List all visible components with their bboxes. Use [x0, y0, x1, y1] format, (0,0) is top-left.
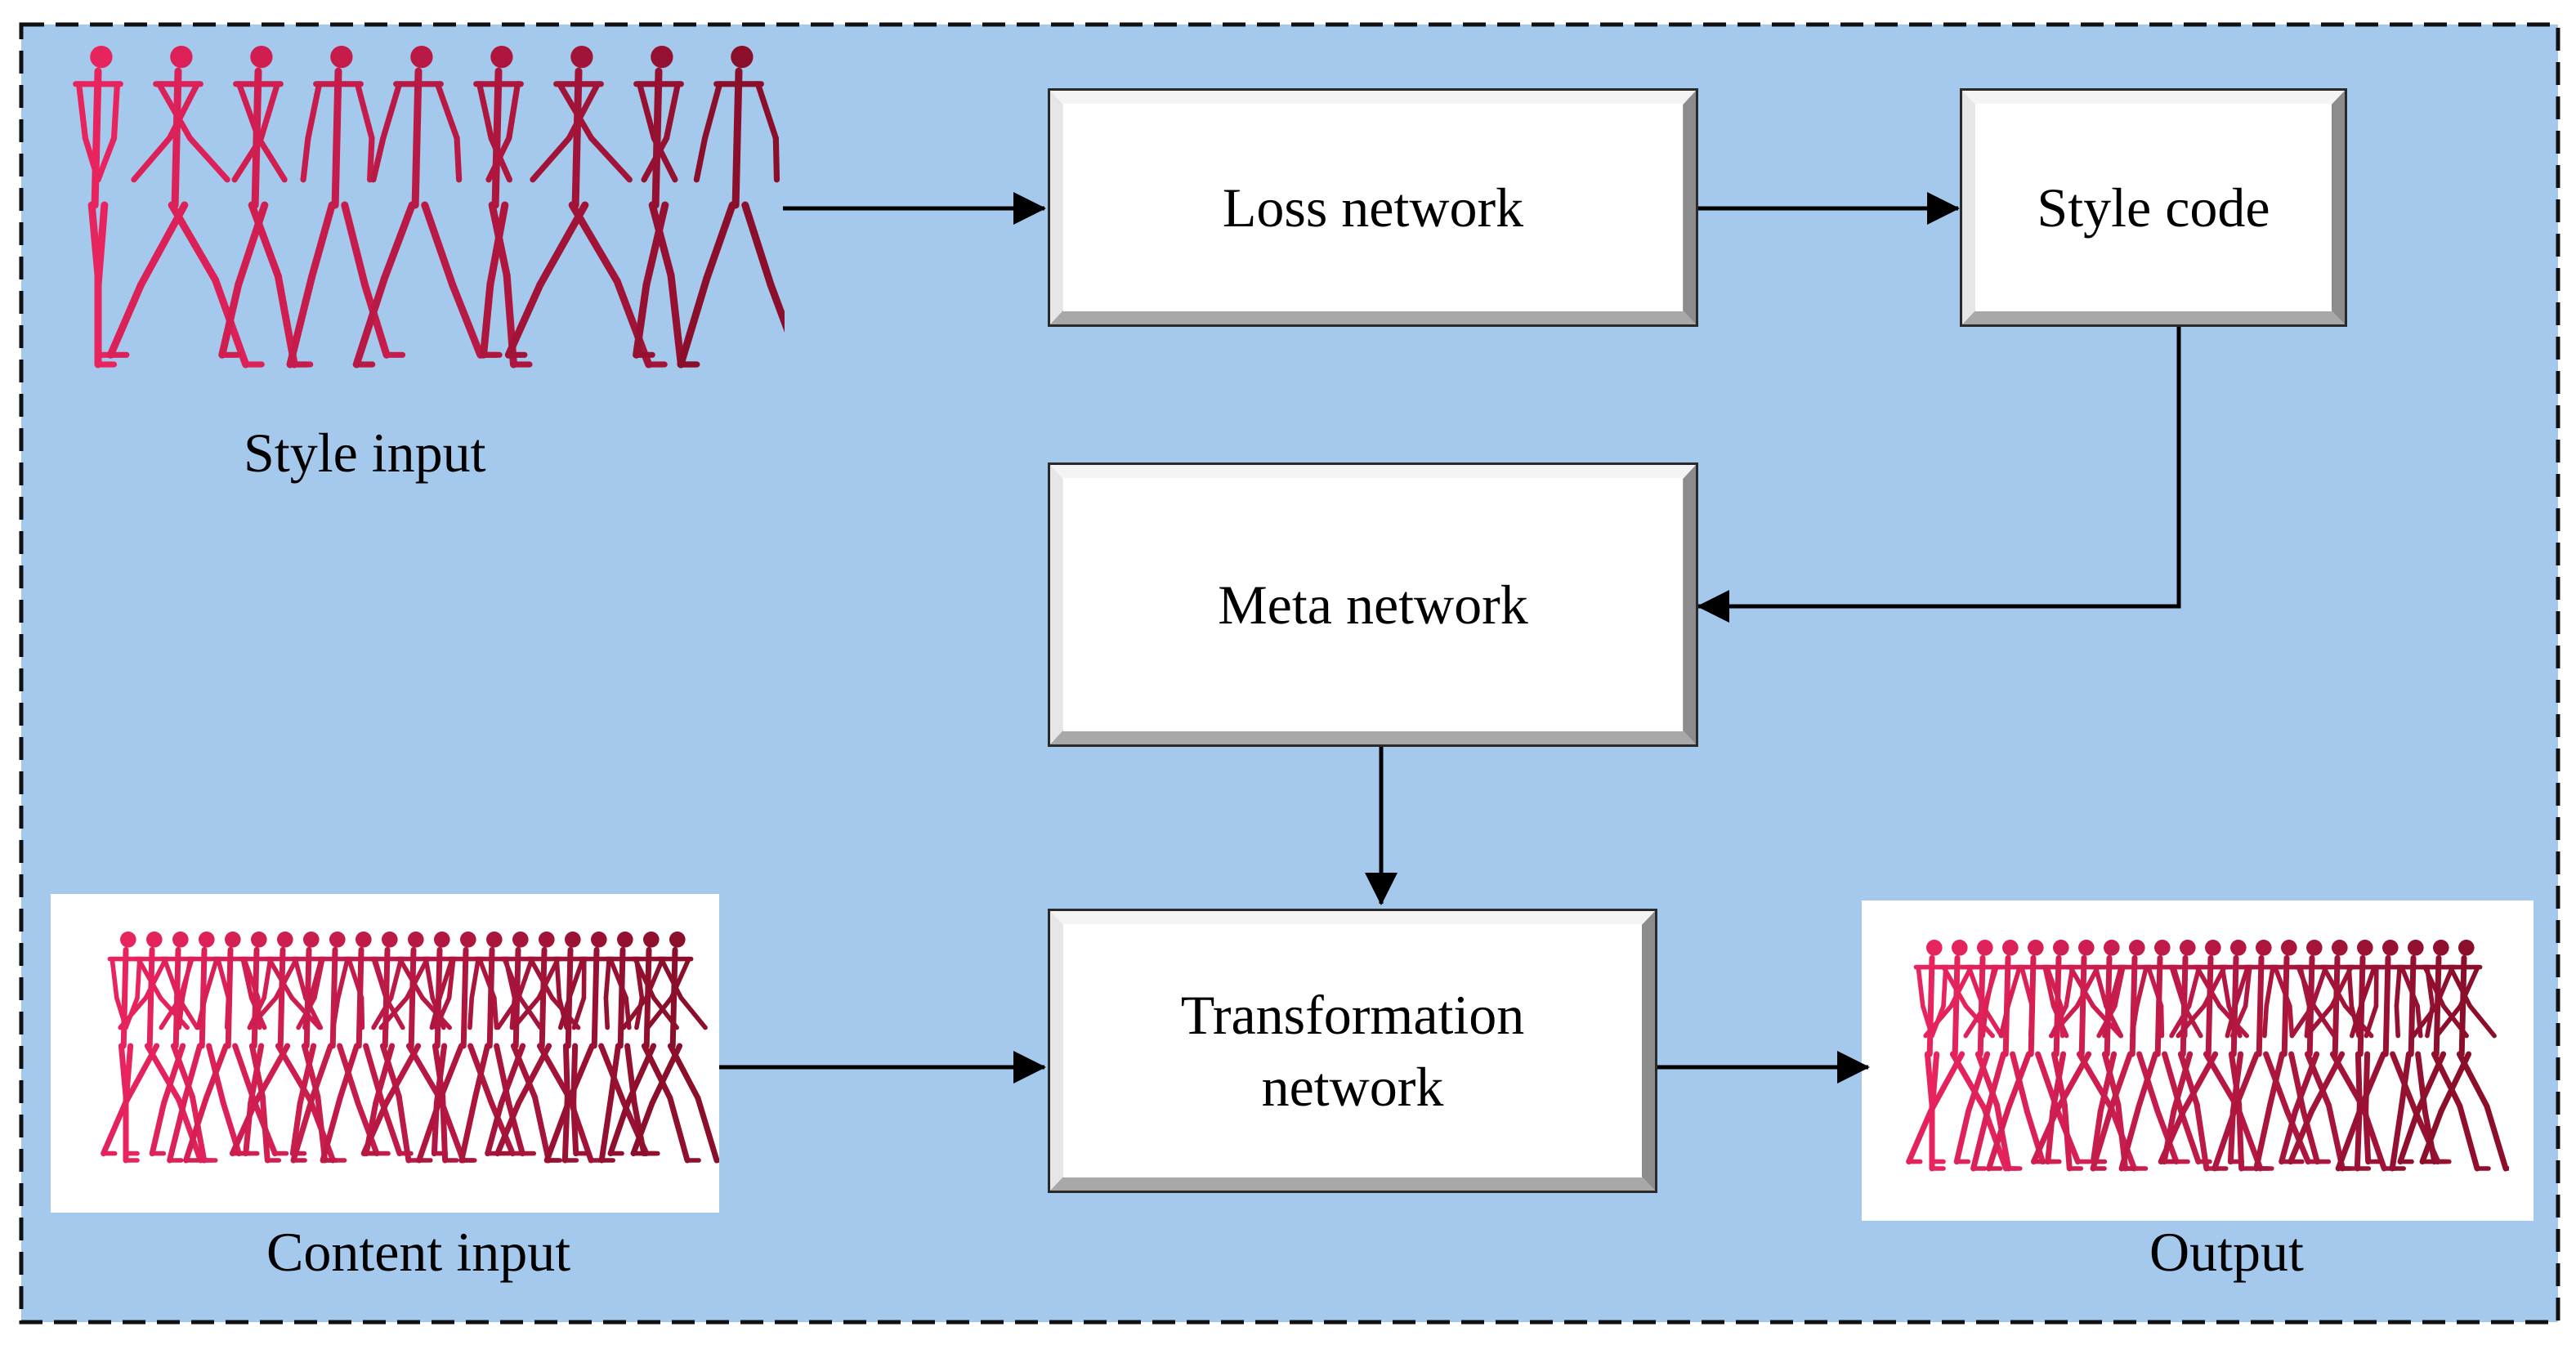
content-figures-icon: [101, 932, 719, 1164]
stick-figure: [416, 932, 527, 1164]
stick-figure: [2335, 940, 2452, 1172]
transformation-network-box: Transformation network: [1048, 909, 1657, 1193]
stick-figure: [504, 46, 668, 369]
loss-network-label: Loss network: [1222, 176, 1524, 239]
stick-figure: [2040, 940, 2084, 1172]
style-figures-icon: [73, 46, 785, 369]
stick-figure: [677, 46, 785, 369]
style-code-box: Style code: [1960, 88, 2347, 327]
stick-figure: [633, 46, 700, 369]
output-caption: Output: [2149, 1221, 2304, 1283]
transformation-label-line2: network: [1261, 1056, 1444, 1118]
stick-figure: [1906, 940, 2020, 1172]
stick-figure: [2397, 940, 2491, 1172]
style-input-caption: Style input: [244, 422, 486, 484]
stick-figure: [630, 932, 719, 1164]
meta-network-label: Meta network: [1218, 573, 1528, 636]
stick-figure: [2217, 940, 2256, 1172]
stick-figure: [286, 46, 406, 369]
loss-network-box: Loss network: [1048, 88, 1698, 327]
arrow-stylecode-to-meta: [1697, 325, 2181, 623]
style-code-label: Style code: [2037, 176, 2270, 239]
transformation-label-line1: Transformation: [1180, 983, 1525, 1046]
meta-network-box: Meta network: [1048, 462, 1698, 747]
stick-figure: [238, 932, 282, 1164]
output-figures-icon: [1906, 940, 2509, 1172]
stick-figure: [2279, 940, 2357, 1172]
stick-figure: [2419, 940, 2509, 1172]
stick-figure: [2212, 940, 2323, 1172]
stick-figure: [167, 932, 253, 1164]
stick-figure: [2158, 940, 2274, 1172]
stick-figure: [352, 46, 499, 369]
stick-figure: [73, 46, 123, 369]
content-input-caption: Content input: [266, 1221, 571, 1283]
